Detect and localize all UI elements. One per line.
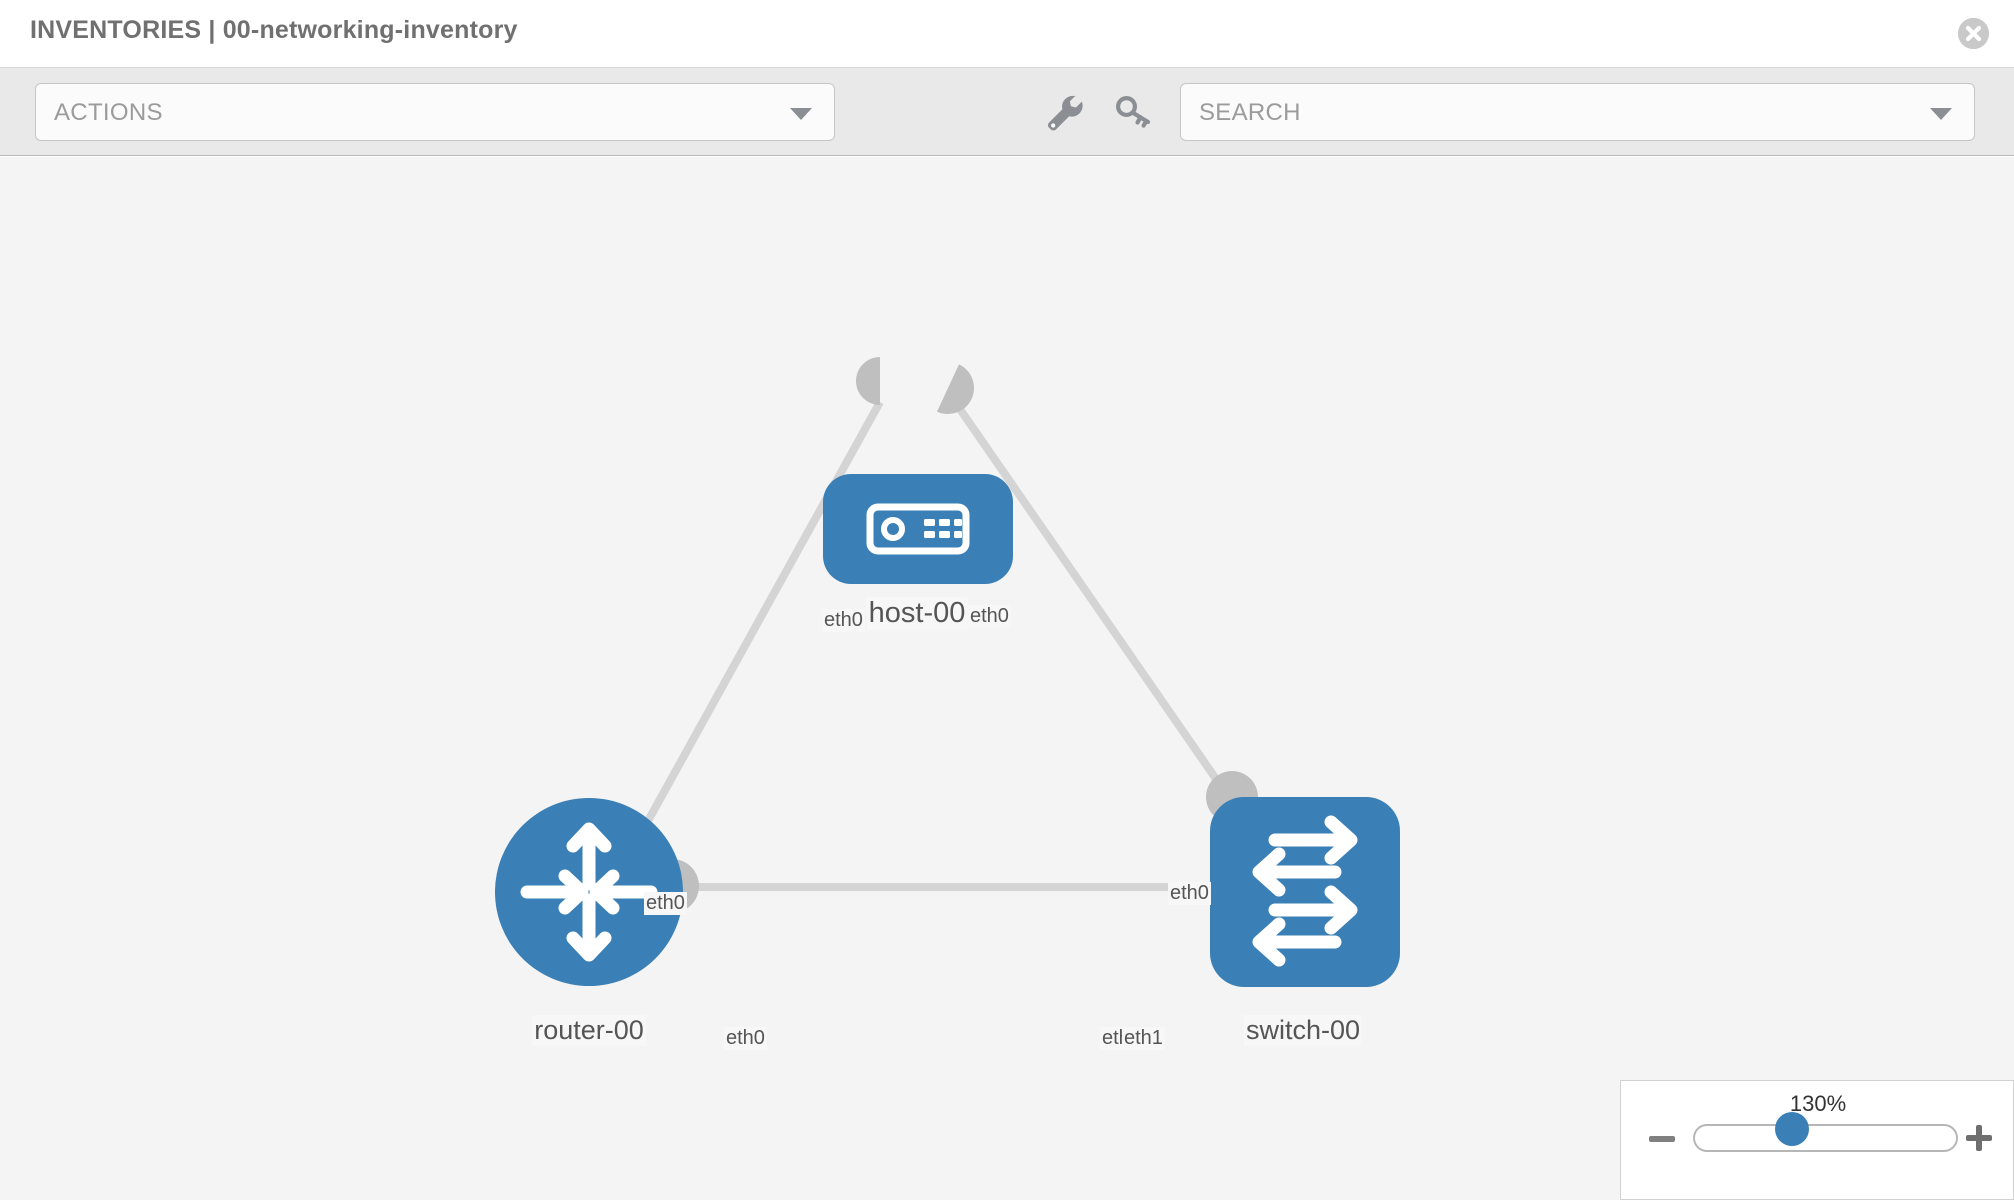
edge-label-router00-switch00-source: eth0 (724, 1027, 767, 1050)
edge-label-router00-switch00-target: eth1 (1122, 1027, 1165, 1050)
zoom-out-button[interactable] (1649, 1136, 1675, 1142)
node-label-host-00: host-00 (866, 597, 968, 630)
key-icon[interactable] (1110, 90, 1156, 136)
chevron-down-icon (1930, 108, 1952, 120)
search-input[interactable]: SEARCH (1180, 83, 1975, 141)
actions-dropdown[interactable]: ACTIONS (35, 83, 835, 141)
node-label-switch-00: switch-00 (1243, 1015, 1363, 1046)
node-switch-00-shape (1210, 797, 1400, 987)
edge-label-switch00-host00: eth0 (1168, 882, 1211, 905)
zoom-level-value: 130% (1789, 1091, 1847, 1116)
node-router-00-shape (495, 798, 683, 986)
wrench-icon[interactable] (1042, 90, 1088, 136)
zoom-in-button[interactable] (1966, 1125, 1992, 1151)
server-icon (866, 503, 970, 555)
node-host-00 (823, 474, 1013, 584)
port-host00-left (856, 357, 880, 405)
edge-label-host00-router00: eth0 (822, 609, 865, 632)
close-icon[interactable] (1958, 18, 1989, 49)
node-host-00-shape (823, 474, 1013, 584)
chevron-down-icon (790, 108, 812, 120)
topology-ports (672, 357, 1258, 914)
edge-label-router00-host00: eth0 (644, 892, 687, 915)
node-label-router-00: router-00 (532, 1015, 646, 1046)
node-switch-00 (1210, 797, 1400, 987)
search-placeholder: SEARCH (1199, 99, 1301, 126)
actions-dropdown-label: ACTIONS (54, 99, 163, 126)
topology-canvas[interactable]: host-00 router-00 switch-00 eth0 eth0 et… (0, 157, 2014, 1200)
zoom-slider-thumb[interactable] (1775, 1112, 1809, 1146)
page-title: INVENTORIES | 00-networking-inventory (30, 16, 518, 44)
topology-graph (495, 357, 1400, 987)
page-header: INVENTORIES | 00-networking-inventory (0, 0, 2014, 68)
node-router-00 (495, 798, 683, 986)
router-arrows-icon (520, 822, 658, 962)
port-host00-right (937, 364, 974, 414)
switch-arrows-icon (1252, 815, 1358, 967)
edge-label-host00-switch00: eth0 (968, 605, 1011, 628)
zoom-slider-track[interactable] (1693, 1124, 1958, 1152)
zoom-control-panel: 130% (1620, 1080, 2014, 1200)
